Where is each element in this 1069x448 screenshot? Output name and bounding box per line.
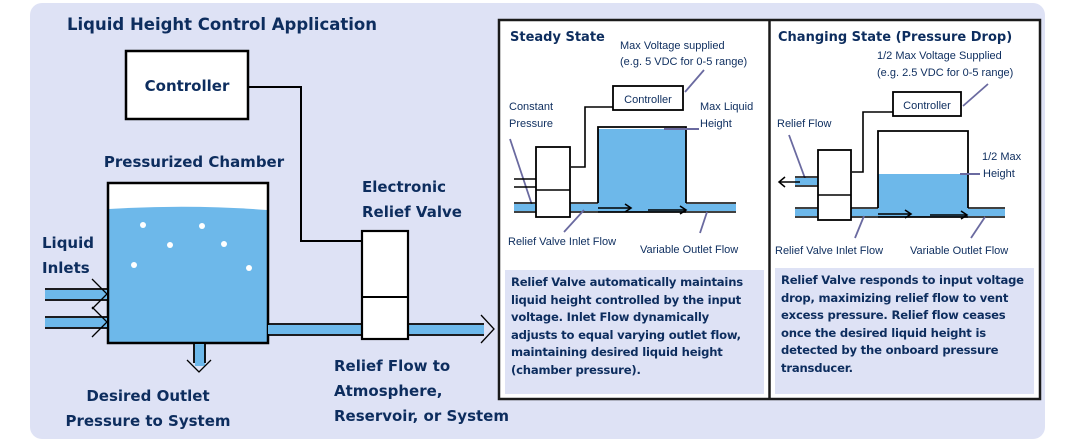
inlet-pipe-2 xyxy=(45,306,108,338)
steady-inlet-flow-label: Relief Valve Inlet Flow xyxy=(508,236,616,248)
changing-relief-pipe xyxy=(795,178,818,185)
changing-tank xyxy=(877,130,969,208)
changing-description: Relief Valve responds to input voltage d… xyxy=(775,268,1034,394)
steady-relief-valve xyxy=(535,146,571,218)
steady-heading: Steady State xyxy=(510,30,605,45)
inlets-label-line2: Inlets xyxy=(42,259,90,277)
steady-outlet-flow-label: Variable Outlet Flow xyxy=(640,244,738,256)
steady-flow-arrows xyxy=(598,203,688,215)
changing-flow-arrows xyxy=(878,209,969,220)
steady-outlet-pipe xyxy=(686,204,736,211)
steady-voltage-note-1: Max Voltage supplied xyxy=(620,40,725,52)
inlet-pipe-1 xyxy=(45,278,108,310)
relief-label-line2: Atmosphere, xyxy=(334,382,443,400)
steady-pressure-note-1: Constant xyxy=(509,101,553,113)
chamber-liquid xyxy=(109,206,267,343)
changing-height-note-2: Height xyxy=(983,168,1015,180)
relief-label-line3: Reservoir, or System xyxy=(334,407,509,425)
steady-inlet-pointer xyxy=(563,209,585,233)
changing-relief-note: Relief Flow xyxy=(777,118,831,130)
steady-tank xyxy=(597,126,687,203)
outlet-label-line2: Pressure to System xyxy=(65,412,230,430)
changing-inlet-pointer xyxy=(854,215,865,239)
steady-controller-box xyxy=(612,85,684,111)
signal-wire xyxy=(248,86,362,242)
changing-outlet-pipe xyxy=(968,209,1005,216)
page-title: Liquid Height Control Application xyxy=(67,15,377,34)
steady-tank-liquid xyxy=(598,129,686,212)
changing-relief-arrow xyxy=(777,176,800,188)
steady-controller-label: Controller xyxy=(624,94,672,106)
changing-voltage-note-1: 1/2 Max Voltage Supplied xyxy=(877,50,1002,62)
valve-label-line2: Relief Valve xyxy=(362,203,462,221)
bubbles xyxy=(131,222,252,271)
changing-heading: Changing State (Pressure Drop) xyxy=(778,30,1012,45)
chamber-box xyxy=(106,181,270,345)
inlets-label-line1: Liquid xyxy=(42,234,94,252)
controller-box xyxy=(124,49,250,121)
steady-description: Relief Valve automatically maintains liq… xyxy=(505,270,764,394)
outlet-pipe xyxy=(186,344,212,373)
changing-height-note-1: 1/2 Max xyxy=(982,151,1022,163)
changing-relief-pointer xyxy=(788,134,807,182)
changing-tank-liquid xyxy=(878,174,968,217)
valve-label-line1: Electronic xyxy=(362,178,446,196)
steady-height-note-2: Height xyxy=(700,118,732,130)
steady-height-note-1: Max Liquid xyxy=(700,101,753,113)
changing-signal-wire xyxy=(852,111,893,173)
changing-voltage-note-2: (e.g. 2.5 VDC for 0-5 range) xyxy=(877,67,1013,79)
changing-outlet-flow-label: Variable Outlet Flow xyxy=(910,245,1008,257)
steady-pressure-pointer xyxy=(509,138,534,209)
outlet-label-line1: Desired Outlet xyxy=(86,387,209,405)
controller-label: Controller xyxy=(145,77,230,95)
changing-relief-valve xyxy=(817,149,852,221)
changing-inlet-flow-label: Relief Valve Inlet Flow xyxy=(775,245,883,257)
steady-voltage-pointer xyxy=(684,69,705,93)
chamber-label: Pressurized Chamber xyxy=(104,153,285,171)
relief-label-line1: Relief Flow to xyxy=(334,357,450,375)
relief-valve xyxy=(360,229,410,341)
changing-outlet-pointer xyxy=(970,216,986,239)
steady-signal-wire xyxy=(571,106,613,168)
steady-voltage-note-2: (e.g. 5 VDC for 0-5 range) xyxy=(620,56,747,68)
steady-pressure-note-2: Pressure xyxy=(509,118,553,130)
changing-voltage-pointer xyxy=(962,83,989,107)
steady-outlet-pointer xyxy=(699,211,708,234)
changing-controller-box xyxy=(892,91,962,117)
changing-controller-label: Controller xyxy=(903,100,951,112)
